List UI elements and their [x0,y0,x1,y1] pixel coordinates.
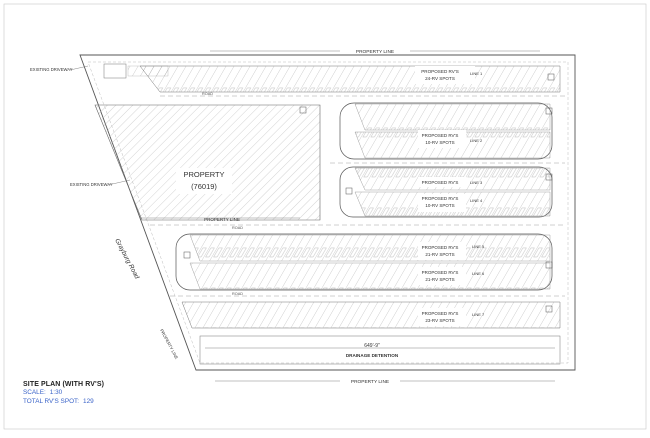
property-line-left-label: PROPERTY LINE [159,328,179,360]
section-6-title: PROPOSED RV'S [422,270,459,275]
section-2-lane: LINE 2 [470,138,483,143]
setback-line [87,61,569,364]
dimension-label: 649'-9" [364,343,380,349]
section-6-spots: 21-RV SPOTS [425,277,454,282]
road-label-1: ROAD [202,92,213,96]
existing-driveway-mid-label: EXISTING DRIVEWAY [70,182,113,187]
section-4-title: PROPOSED RV'S [422,196,459,201]
drainage-detention-area [199,335,561,365]
scale-value: 1:30 [49,389,63,396]
section-5-lane: LINE 5 [472,244,485,249]
plan-title: SITE PLAN (WITH RV'S) [23,381,105,388]
section-1-lane: LINE 1 [470,71,483,76]
total-value: 129 [83,397,94,405]
section-5-spots: 21-RV SPOTS [425,252,454,257]
property-line-bottom-label: PROPERTY LINE [351,379,389,385]
road-label-3: ROAD [232,292,243,296]
scale-label: SCALE: [23,389,46,396]
existing-driveway-top-label: EXISTING DRIVEWAY [30,67,73,72]
scale-line: SCALE:1:30 [23,389,223,398]
drainage-label: DRAINAGE DETENTION [346,353,399,358]
property-name-label: PROPERTY [183,170,224,179]
rv-row-7 [181,301,561,329]
existing-building [103,63,127,79]
section-4-lane: LINE 4 [470,198,483,203]
road-label-2: ROAD [232,226,243,230]
section-5-title: PROPOSED RV'S [422,245,459,250]
title-block: SITE PLAN (WITH RV'S) SCALE:1:30 TOTAL R… [23,380,223,406]
section-1-spots: 24-RV SPOTS [425,76,455,81]
section-1-title: PROPOSED RV'S [421,69,459,74]
sheet-frame [3,3,647,430]
island-a-outline [339,102,553,160]
total-label: TOTAL RV'S SPOT: [23,397,80,405]
property-id-label: (76019) [191,182,217,191]
road-name-label: Grayburg Road [113,238,140,281]
section-6-lane: LINE 6 [472,271,485,276]
property-parcel [94,104,321,221]
island-b-outline [339,166,553,218]
total-line: TOTAL RV'S SPOT:129 [23,398,223,407]
property-boundary [79,54,576,371]
section-7-title: PROPOSED RV'S [422,311,459,316]
section-7-spots: 23-RV SPOTS [425,318,454,323]
rv-row-1 [139,65,561,93]
section-2-spots: 10-RV SPOTS [425,140,454,145]
section-3-title: PROPOSED RV'S [422,180,459,185]
section-7-lane: LINE 7 [472,312,485,317]
section-2-title: PROPOSED RV'S [422,133,459,138]
property-inner-line-label: PROPERTY LINE [204,217,240,222]
section-4-spots: 10-RV SPOTS [425,203,454,208]
section-3-lane: LINE 3 [470,180,483,185]
property-line-top-label: PROPERTY LINE [356,49,394,55]
